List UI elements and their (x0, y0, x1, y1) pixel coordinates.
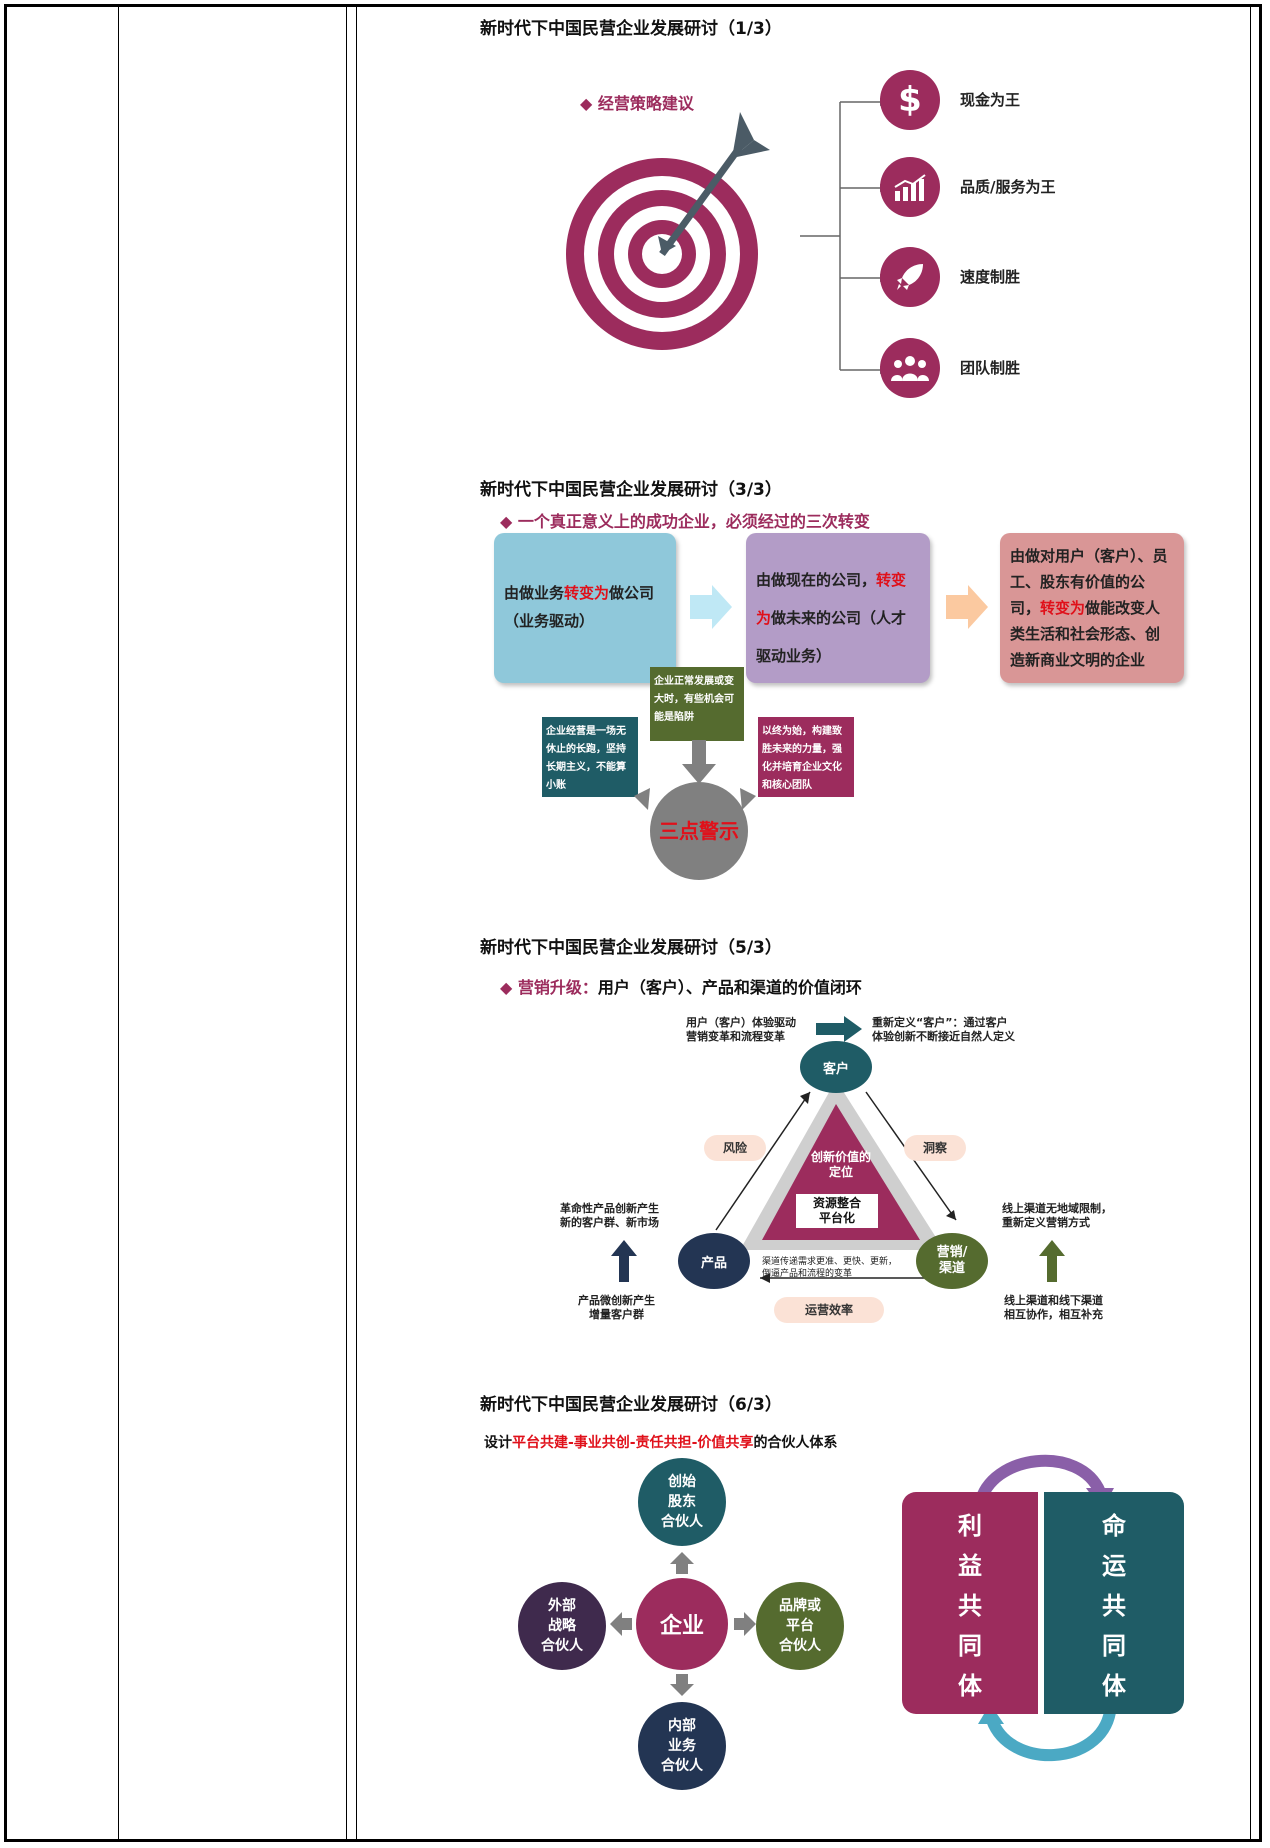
section2-bullet: ◆ 一个真正意义上的成功企业，必须经过的三次转变 (500, 512, 870, 531)
partner-external: 外部 战略 合伙人 (518, 1582, 606, 1670)
pill-risk: 风险 (704, 1135, 766, 1161)
node-product: 产品 (678, 1233, 750, 1289)
destiny-char-5: 体 (1102, 1672, 1126, 1700)
right-bottom-text: 线上渠道和线下渠道 相互协作，相互补充 (1004, 1294, 1103, 1321)
top-left-text: 用户（客户）体验驱动 营销变革和流程变革 (686, 1016, 796, 1043)
node-channel: 营销/ 渠道 (916, 1233, 988, 1289)
column-divider-1 (118, 4, 119, 1842)
section2-title: 新时代下中国民营企业发展研讨（3/3） (480, 480, 782, 500)
warning-left: 企业经营是一场无休止的长跑，坚持长期主义，不能算小账 (542, 717, 638, 797)
rocket-icon (880, 247, 940, 307)
transition-box-1: 由做业务转变为做公司（业务驱动） (494, 533, 676, 683)
interest-char-5: 体 (958, 1672, 982, 1700)
interest-char-3: 共 (958, 1592, 982, 1620)
warning-arrows (634, 740, 756, 810)
destiny-char-3: 共 (1102, 1592, 1126, 1620)
column-divider-3 (356, 4, 357, 1842)
table-frame (4, 4, 1262, 1842)
node-customer: 客户 (800, 1041, 872, 1093)
strategy-item-1: 现金为王 (960, 91, 1021, 109)
transition-box-2: 由做现在的公司，转变为做未来的公司（人才驱动业务） (746, 533, 930, 683)
top-arrow (816, 1016, 862, 1042)
strategy-item-2: 品质/服务为王 (960, 178, 1056, 196)
triangle-top-text: 创新价值的 定位 (810, 1150, 871, 1179)
section1-title: 新时代下中国民营企业发展研讨（1/3） (480, 19, 782, 39)
warning-right: 以终为始，构建致胜未来的力量，强化并培育企业文化和核心团队 (758, 717, 854, 797)
growth-chart-icon (880, 157, 940, 217)
team-icon (880, 338, 940, 398)
section1-bullet: ◆ 经营策略建议 (580, 94, 694, 113)
partner-arrows (610, 1552, 756, 1696)
destiny-char-4: 同 (1102, 1632, 1126, 1660)
arrow-right-2 (946, 585, 988, 629)
section4-title: 新时代下中国民营企业发展研讨（6/3） (480, 1395, 782, 1415)
column-divider-4 (1250, 4, 1251, 1842)
left-top-text: 革命性产品创新产生 新的客户群、新市场 (560, 1202, 659, 1229)
section4-subtitle: 设计平台共建-事业共创-责任共担-价值共享的合伙人体系 (484, 1435, 838, 1451)
arrow-right-1 (690, 585, 732, 629)
right-top-text: 线上渠道无地域限制， 重新定义营销方式 (1002, 1202, 1112, 1229)
branch-connector (800, 98, 888, 374)
partner-brand: 品牌或 平台 合伙人 (756, 1582, 844, 1670)
warning-middle: 企业正常发展或变大时，有些机会可能是陷阱 (650, 667, 744, 741)
pill-ops: 运营效率 (774, 1297, 884, 1323)
column-divider-2 (346, 4, 347, 1842)
transition-box-3: 由做对用户（客户）、员工、股东有价值的公司，转变为做能改变人类生活和社会形态、创… (1000, 533, 1184, 683)
destiny-char-2: 运 (1102, 1552, 1126, 1580)
interest-char-2: 益 (958, 1552, 982, 1580)
interest-char-4: 同 (958, 1632, 982, 1660)
section3-bullet: ◆ 营销升级：用户（客户）、产品和渠道的价值闭环 (500, 978, 862, 997)
interest-char-1: 利 (958, 1512, 982, 1540)
up-arrow-right (1039, 1240, 1065, 1282)
section3-title: 新时代下中国民营企业发展研讨（5/3） (480, 938, 782, 958)
strategy-item-4: 团队制胜 (960, 359, 1021, 377)
destiny-community-panel (1044, 1492, 1184, 1714)
bottom-edge-text: 渠道传递需求更准、更快、更新， 倒逼产品和流程的变革 (762, 1257, 898, 1279)
triangle-box-text: 资源整合 平台化 (796, 1194, 878, 1228)
left-bottom-text: 产品微创新产生 增量客户群 (578, 1294, 655, 1321)
dollar-icon: $ (880, 70, 940, 130)
target-icon (566, 112, 770, 350)
partner-founder: 创始 股东 合伙人 (638, 1458, 726, 1546)
enterprise-center: 企业 (636, 1578, 728, 1670)
destiny-char-1: 命 (1102, 1512, 1126, 1540)
pill-insight: 洞察 (904, 1135, 966, 1161)
top-right-text: 重新定义“客户”：通过客户 体验创新不断接近自然人定义 (872, 1016, 1015, 1043)
strategy-item-3: 速度制胜 (960, 268, 1021, 286)
three-warnings-circle: 三点警示 (650, 782, 748, 880)
up-arrow-left (611, 1240, 637, 1282)
partner-internal: 内部 业务 合伙人 (638, 1702, 726, 1790)
interest-community-panel (902, 1492, 1038, 1714)
